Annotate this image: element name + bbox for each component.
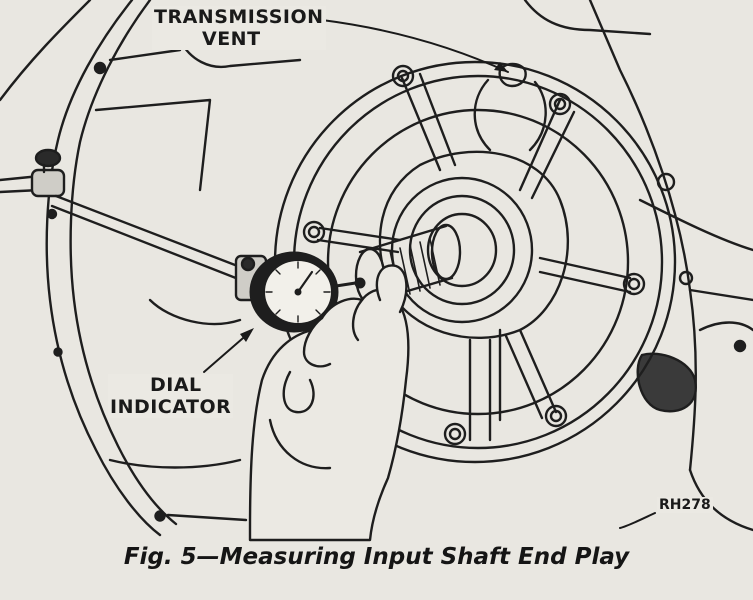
bellhousing-casting [0,0,302,537]
figure-code: RH278 [657,497,713,513]
arrow-heads [240,62,508,342]
dial-indicator-label-line2: INDICATOR [110,396,232,418]
transmission-vent-label: TRANSMISSION VENT [152,6,326,50]
dial-indicator-gauge [249,251,366,333]
transmission-vent-label-line2: VENT [202,28,261,50]
dial-indicator-label-line1: DIAL [150,374,202,396]
transmission-vent-label-line1: TRANSMISSION [154,6,324,28]
dial-indicator-label: DIAL INDICATOR [108,374,234,418]
leader-lines [203,19,656,529]
pump-flange [273,60,677,464]
figure-caption: Fig. 5—Measuring Input Shaft End Play [123,544,630,570]
hand [248,264,410,542]
